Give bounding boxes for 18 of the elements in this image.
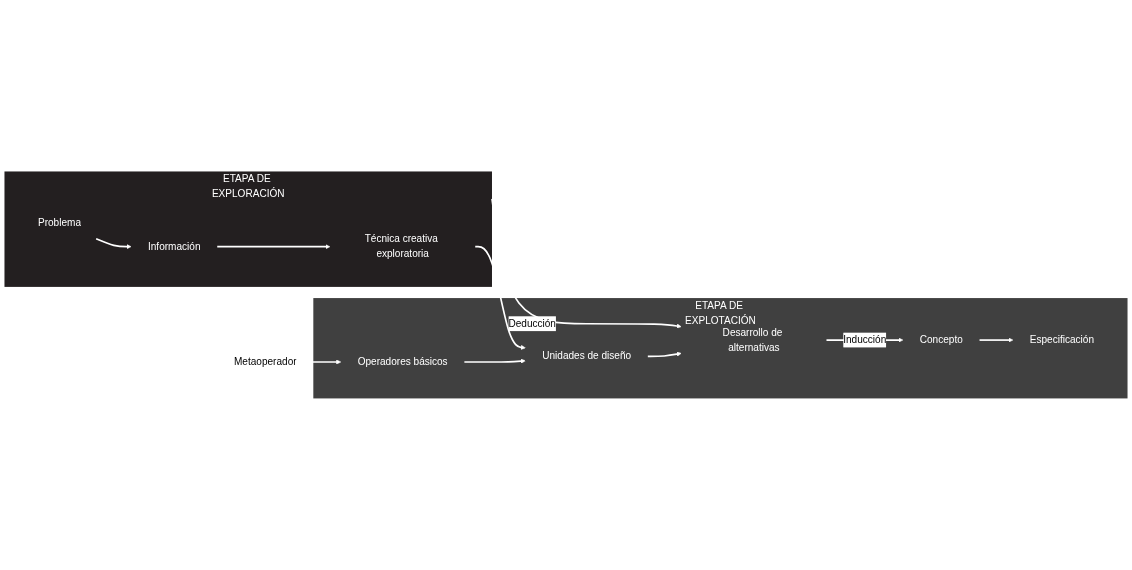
node-text: Técnica creativa exploratoria xyxy=(364,233,438,260)
arrow xyxy=(978,337,1014,343)
node-text: Especificación xyxy=(1029,334,1095,346)
arrow xyxy=(95,237,132,250)
edge-label: Inducción xyxy=(843,334,887,346)
arrow xyxy=(491,198,682,329)
arrow xyxy=(463,358,526,364)
arrow xyxy=(216,244,331,250)
node-text: Unidades de diseño xyxy=(542,350,632,362)
arrow xyxy=(647,351,682,358)
edge-label: Deducción xyxy=(508,317,556,330)
node-text: Concepto xyxy=(919,334,963,346)
node-text: Desarrollo de alternativas xyxy=(722,326,783,353)
node-text: Operadores básicos xyxy=(357,356,448,368)
arrow xyxy=(474,245,526,350)
node-text: Información xyxy=(147,240,201,253)
node-text: Problema xyxy=(37,217,81,229)
edge-label: Metaoperador xyxy=(234,356,297,368)
